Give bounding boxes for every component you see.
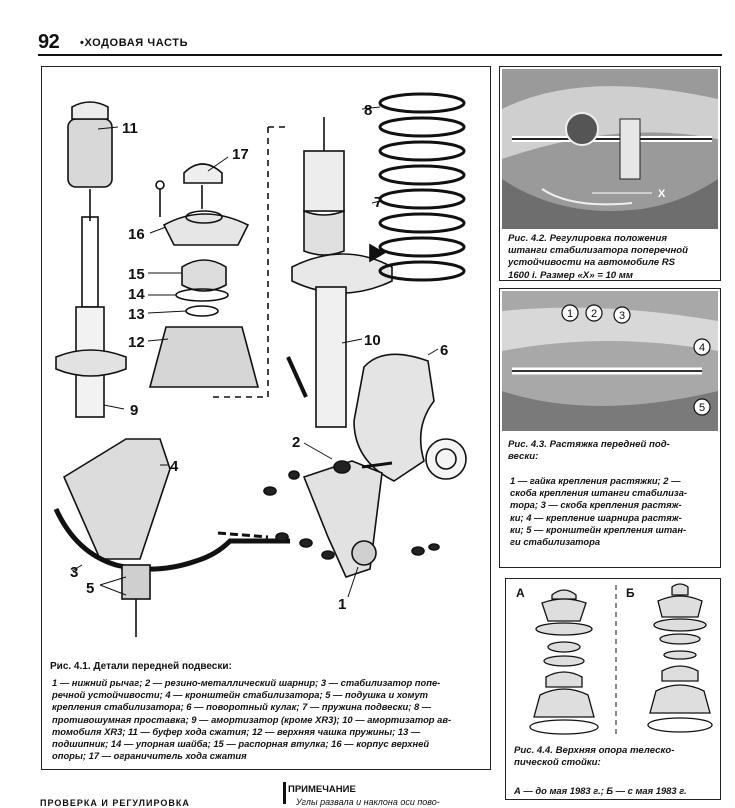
fig42-caption: Рис. 4.2. Регулировка положения штанги с… [508,233,688,282]
page-number: 92 [38,31,60,53]
fig41-label-7: 7 [374,194,382,211]
fig43-legend-line: ки; 5 — кронштейн крепления штан- [510,523,687,535]
fig43-legend: 1 — гайка крепления растяжки; 2 — скоба … [510,475,687,548]
fig42-caption-line: штанги стабилизатора поперечной [508,245,689,257]
fig41-label-3: 3 [70,564,78,581]
fig41-title: Рис. 4.1. Детали передней подвески: [50,661,232,672]
fig43-caption-line: Рис. 4.3. Растяжка передней под- [508,439,670,450]
figure-4-2-photo: X [502,69,718,229]
fig41-label-4: 4 [170,458,179,475]
fig41-legend: 1 — нижний рычаг; 2 — резино-металлическ… [52,677,482,762]
fig43-legend-line: ги стабилизатора [510,536,601,548]
figure-4-3-photo: 1 2 3 4 5 [502,291,718,431]
fig44-legend: А — до мая 1983 г.; Б — с мая 1983 г. [514,785,687,796]
fig43-legend-line: 1 — гайка крепления растяжки; 2 — [510,475,681,486]
fig41-label-13: 13 [128,306,145,323]
fig43-label-1: 1 [567,308,573,320]
fig41-label-2: 2 [292,434,300,451]
fig41-label-12: 12 [128,334,145,351]
header-rule [38,54,722,56]
fig43-legend-line: ки; 4 — крепление шарнира растяж- [510,511,682,523]
fig43-label-5: 5 [699,402,705,414]
section-title: •ХОДОВАЯ ЧАСТЬ [80,37,189,49]
fig41-legend-line: крепления стабилизатора; 6 — поворотный … [52,701,432,713]
figure-4-4-panel: А Б Рис. 4.4. Верхняя опора телеско- пич… [505,578,721,800]
fig41-legend-line: подшипник; 14 — упорная шайба; 15 — расп… [52,738,430,750]
fig43-caption: Рис. 4.3. Растяжка передней под- вески: [508,439,670,463]
fig41-label-10: 10 [364,332,381,349]
fig41-label-5: 5 [86,580,94,597]
figure-4-3-panel: 1 2 3 4 5 Рис. 4.3. Растяжка передней по… [499,288,721,568]
fig41-label-8: 8 [364,102,372,119]
fig41-label-11: 11 [122,120,138,137]
fig41-label-6: 6 [440,342,448,359]
fig44-label-a: А [516,586,525,600]
fig44-caption-line: Рис. 4.4. Верхняя опора телеско- [514,745,675,756]
fig41-label-9: 9 [130,402,138,419]
fig41-label-14: 14 [128,286,145,303]
fig41-label-17: 17 [232,146,249,163]
fig43-legend-line: тора; 3 — скоба крепления растяж- [510,499,682,511]
fig42-caption-line: Рис. 4.2. Регулировка положения [508,233,667,244]
fig43-label-2: 2 [591,308,597,320]
fig41-legend-line: противошумная проставка; 9 — амортизатор… [52,713,452,725]
fig43-label-3: 3 [619,310,625,322]
fig41-legend-line: речной устойчивости; 4 — кронштейн стаби… [52,689,429,701]
fig41-legend-line: томобиля XR3; 11 — буфер хода сжатия; 12… [52,725,421,737]
note-text: Углы развала и наклона оси пово- [296,797,440,807]
fig44-caption: Рис. 4.4. Верхняя опора телеско- пическо… [514,745,674,769]
fig44-caption-line: пической стойки: [514,757,601,769]
fig41-legend-line: опоры; 17 — ограничитель хода сжатия [52,750,247,762]
fig41-legend-line: 1 — нижний рычаг; 2 — резино-металлическ… [52,677,441,688]
fig43-caption-line: вески: [508,451,539,463]
fig42-caption-line: устойчивости на автомобиле RS [508,257,676,269]
fig44-label-b: Б [626,586,635,600]
note-bar [283,782,286,804]
fig43-legend-line: скоба крепления штанги стабилиза- [510,487,688,499]
fig42-caption-line: 1600 i. Размер «X» = 10 мм [508,269,633,281]
fig42-marker-x: X [658,188,666,200]
figure-4-1-illustration: 11 17 16 15 14 13 12 9 8 7 10 6 2 4 3 5 … [53,92,467,637]
fig41-label-15: 15 [128,266,145,283]
fig43-label-4: 4 [699,342,705,354]
figure-4-2-panel: X Рис. 4.2. Регулировка положения штанги… [499,66,721,281]
fig41-label-16: 16 [128,226,145,243]
figure-4-1-panel: 11 17 16 15 14 13 12 9 8 7 10 6 2 4 3 5 … [41,66,491,770]
note-title: ПРИМЕЧАНИЕ [288,784,356,795]
figure-4-4-illustration: А Б [516,583,713,737]
section-heading: ПРОВЕРКА И РЕГУЛИРОВКА [40,798,190,808]
fig41-label-1: 1 [338,596,346,613]
